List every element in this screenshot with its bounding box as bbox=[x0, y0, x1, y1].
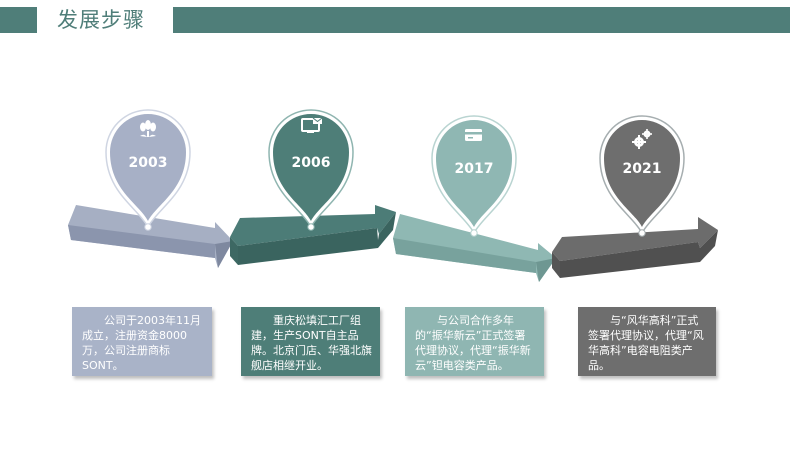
card-icon bbox=[465, 129, 482, 141]
milestone-pin-4: 2021 bbox=[599, 115, 685, 237]
year-label-2: 2006 bbox=[292, 155, 331, 171]
timeline-arrow-4 bbox=[552, 217, 718, 278]
year-label-1: 2003 bbox=[129, 155, 168, 171]
header-bar-left bbox=[0, 7, 37, 33]
gears-icon bbox=[632, 129, 652, 149]
year-label-3: 2017 bbox=[455, 161, 494, 177]
milestone-description-3: 与公司合作多年的“振华新云”正式签署代理协议，代理“振华新云”钽电容类产品。 bbox=[405, 307, 544, 376]
milestone-pin-2: 2006 bbox=[268, 109, 354, 231]
flower-icon bbox=[140, 120, 156, 137]
milestone-description-2: 重庆松填汇工厂组建，生产SONT自主品牌。北京门店、华强北旗舰店相继开业。 bbox=[241, 307, 380, 376]
header-bar-right bbox=[173, 7, 790, 33]
milestone-pin-3: 2017 bbox=[431, 115, 517, 237]
page-title: 发展步骤 bbox=[57, 8, 145, 32]
monitor-icon bbox=[301, 117, 323, 133]
timeline-arrow-3 bbox=[393, 214, 556, 282]
timeline-arrow-1 bbox=[68, 205, 233, 268]
milestone-description-4: 与“风华高科”正式签署代理协议，代理“风华高科”电容电阻类产品。 bbox=[578, 307, 716, 376]
milestone-pin-1: 2003 bbox=[105, 109, 191, 231]
year-label-4: 2021 bbox=[623, 161, 662, 177]
milestone-description-1: 公司于2003年11月成立，注册资金8000万，公司注册商标SONT。 bbox=[72, 307, 212, 376]
